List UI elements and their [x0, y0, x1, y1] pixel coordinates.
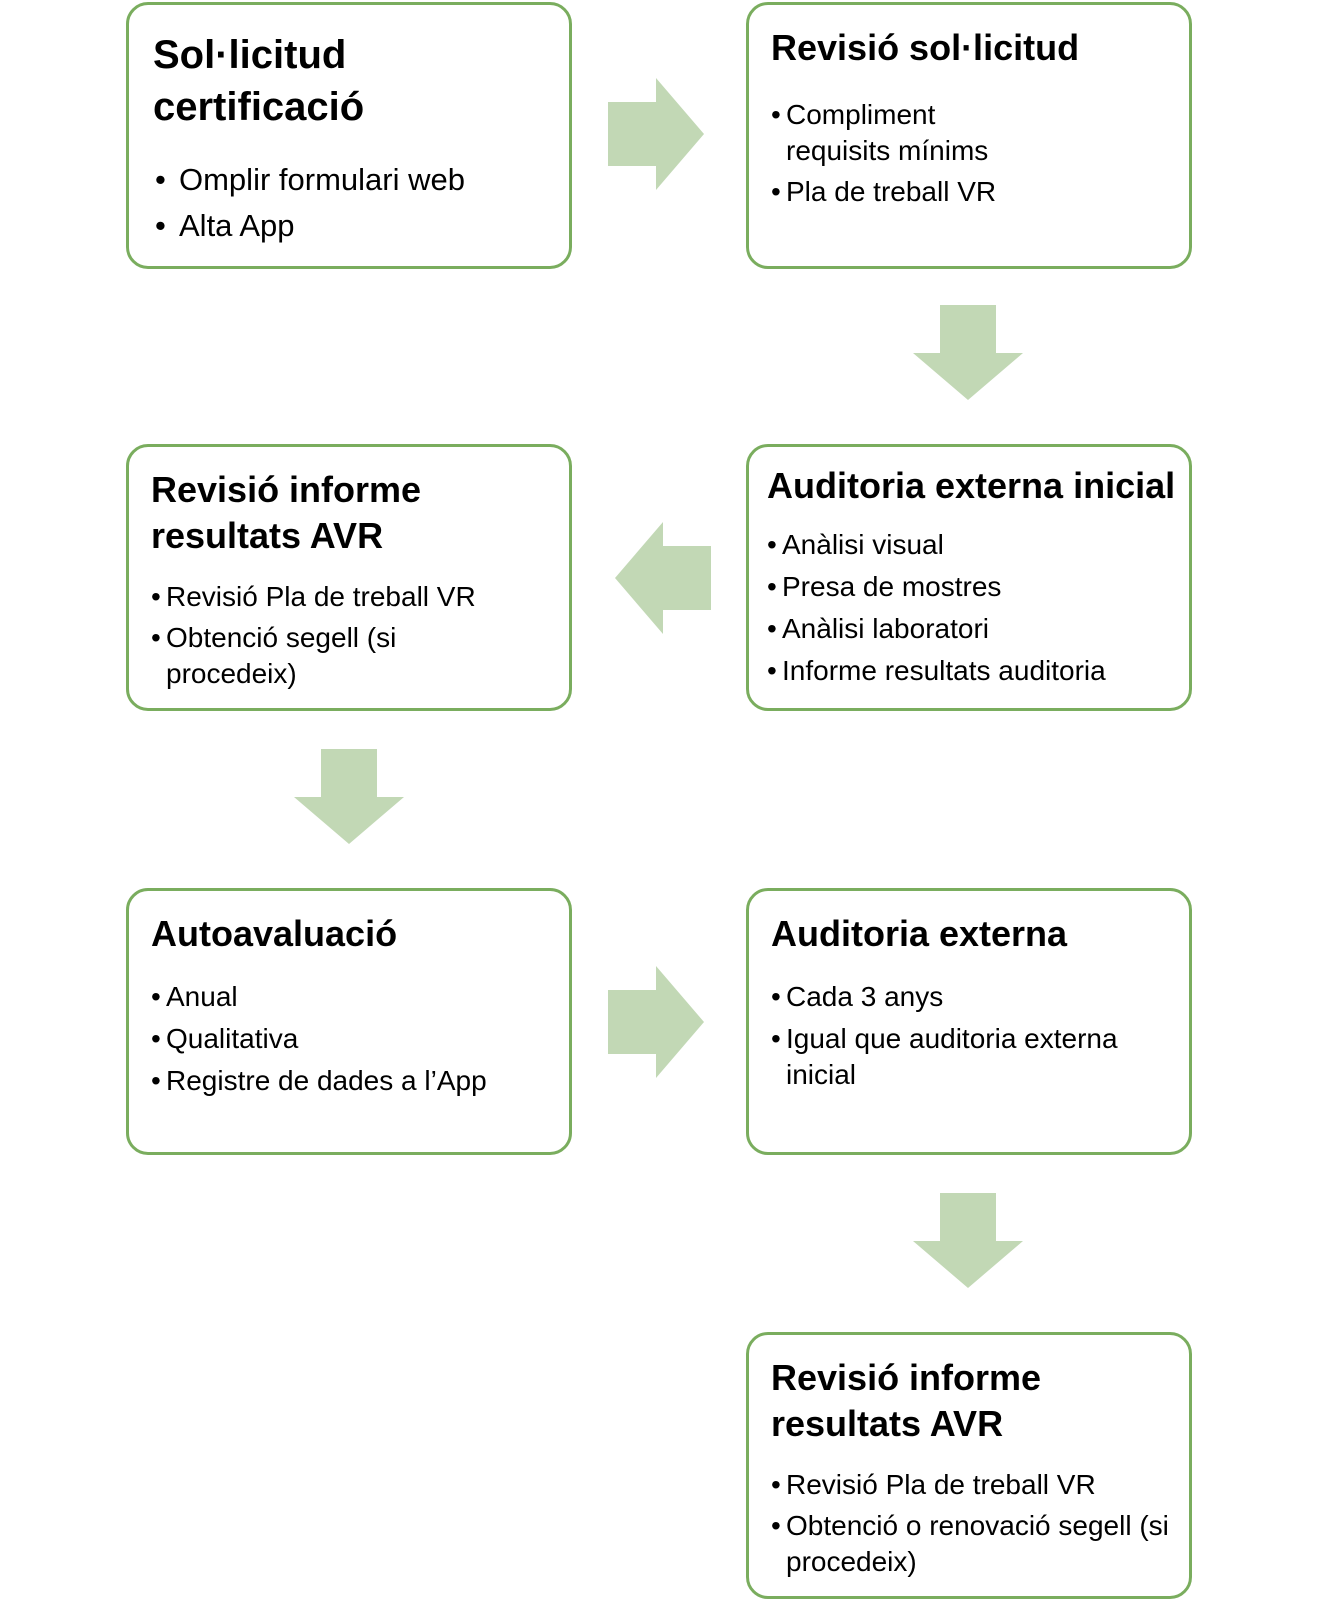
step-review-request: Revisió sol·licitud Compliment requisits…: [746, 2, 1192, 269]
step-item: Anual: [151, 979, 549, 1015]
arrow-down-icon: [913, 1193, 1023, 1288]
step-title: Auditoria externa: [771, 913, 1068, 954]
step-item: Cada 3 anys: [771, 979, 1169, 1015]
step-title: Revisió informe resultats AVR: [151, 469, 422, 556]
step-item: Omplir formulari web: [155, 157, 549, 203]
step-item: Compliment requisits mínims: [771, 97, 1036, 169]
step-item: Pla de treball VR: [771, 174, 1169, 210]
step-title: Auditoria externa inicial: [767, 465, 1176, 506]
step-title: Autoavaluació: [151, 913, 398, 954]
step-item: Qualitativa: [151, 1021, 549, 1057]
arrow-left-icon: [615, 522, 711, 634]
step-item: Revisió Pla de treball VR: [771, 1467, 1169, 1503]
arrow-down-icon: [294, 749, 404, 844]
step-request-certification: Sol·licitud certificació Omplir formular…: [126, 2, 572, 269]
step-item: Obtenció segell (si procedeix): [151, 620, 436, 692]
step-title: Revisió sol·licitud: [771, 27, 1080, 68]
step-items: Revisió Pla de treball VR Obtenció segel…: [151, 579, 549, 692]
step-items: Anàlisi visual Presa de mostres Anàlisi …: [767, 527, 1177, 689]
step-item: Igual que auditoria externa inicial: [771, 1021, 1166, 1093]
arrow-right-icon: [608, 966, 704, 1078]
step-items: Omplir formulari web Alta App: [153, 157, 549, 249]
step-items: Compliment requisits mínims Pla de treba…: [771, 97, 1169, 210]
step-items: Cada 3 anys Igual que auditoria externa …: [771, 979, 1169, 1093]
step-item: Presa de mostres: [767, 569, 1177, 605]
step-item: Revisió Pla de treball VR: [151, 579, 549, 615]
step-item: Obtenció o renovació segell (si procedei…: [771, 1508, 1176, 1580]
step-initial-external-audit: Auditoria externa inicial Anàlisi visual…: [746, 444, 1192, 711]
arrow-down-icon: [913, 305, 1023, 400]
step-item: Alta App: [155, 203, 549, 249]
step-title: Sol·licitud certificació: [153, 33, 365, 129]
step-review-report-avr: Revisió informe resultats AVR Revisió Pl…: [126, 444, 572, 711]
arrow-right-icon: [608, 78, 704, 190]
step-items: Revisió Pla de treball VR Obtenció o ren…: [771, 1467, 1169, 1580]
step-title: Revisió informe resultats AVR: [771, 1357, 1042, 1444]
step-review-report-avr-renewal: Revisió informe resultats AVR Revisió Pl…: [746, 1332, 1192, 1599]
step-self-assessment: Autoavaluació Anual Qualitativa Registre…: [126, 888, 572, 1155]
step-external-audit: Auditoria externa Cada 3 anys Igual que …: [746, 888, 1192, 1155]
step-item: Informe resultats auditoria: [767, 653, 1177, 689]
step-items: Anual Qualitativa Registre de dades a l’…: [151, 979, 549, 1099]
step-item: Anàlisi visual: [767, 527, 1177, 563]
step-item: Registre de dades a l’App: [151, 1063, 549, 1099]
step-item: Anàlisi laboratori: [767, 611, 1177, 647]
